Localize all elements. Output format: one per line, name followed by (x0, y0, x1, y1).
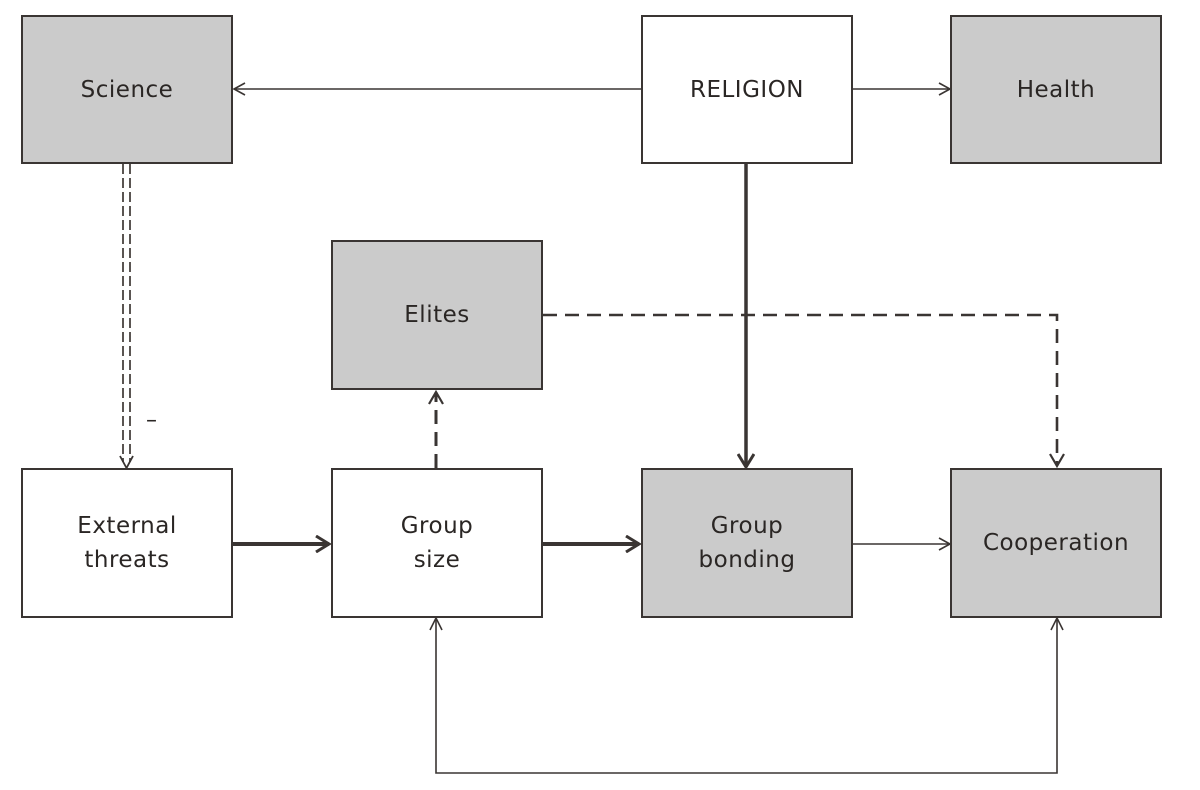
node-group-bonding-label: Group bonding (698, 513, 796, 573)
node-elites-label: Elites (404, 302, 470, 328)
edge-elites-cooperation (543, 313, 1057, 466)
negative-sign-label: – (146, 408, 157, 433)
node-group-bonding: Group bonding (641, 468, 853, 618)
node-cooperation: Cooperation (950, 468, 1162, 618)
node-group-size: Group size (331, 468, 543, 618)
node-health: Health (950, 15, 1162, 164)
node-external-threats: External threats (21, 468, 233, 618)
node-religion: RELIGION (641, 15, 853, 164)
node-science-label: Science (80, 76, 174, 103)
edge-science-external-threats (119, 164, 134, 470)
edge-cooperation-group-size-loop (429, 616, 1064, 774)
node-health-label: Health (1016, 76, 1096, 103)
node-group-size-label: Group size (400, 513, 474, 573)
node-external-threats-label: External threats (77, 513, 177, 573)
node-religion-label: RELIGION (689, 76, 805, 103)
node-science: Science (21, 15, 233, 164)
node-elites: Elites (331, 240, 543, 390)
node-cooperation-label: Cooperation (982, 530, 1130, 556)
